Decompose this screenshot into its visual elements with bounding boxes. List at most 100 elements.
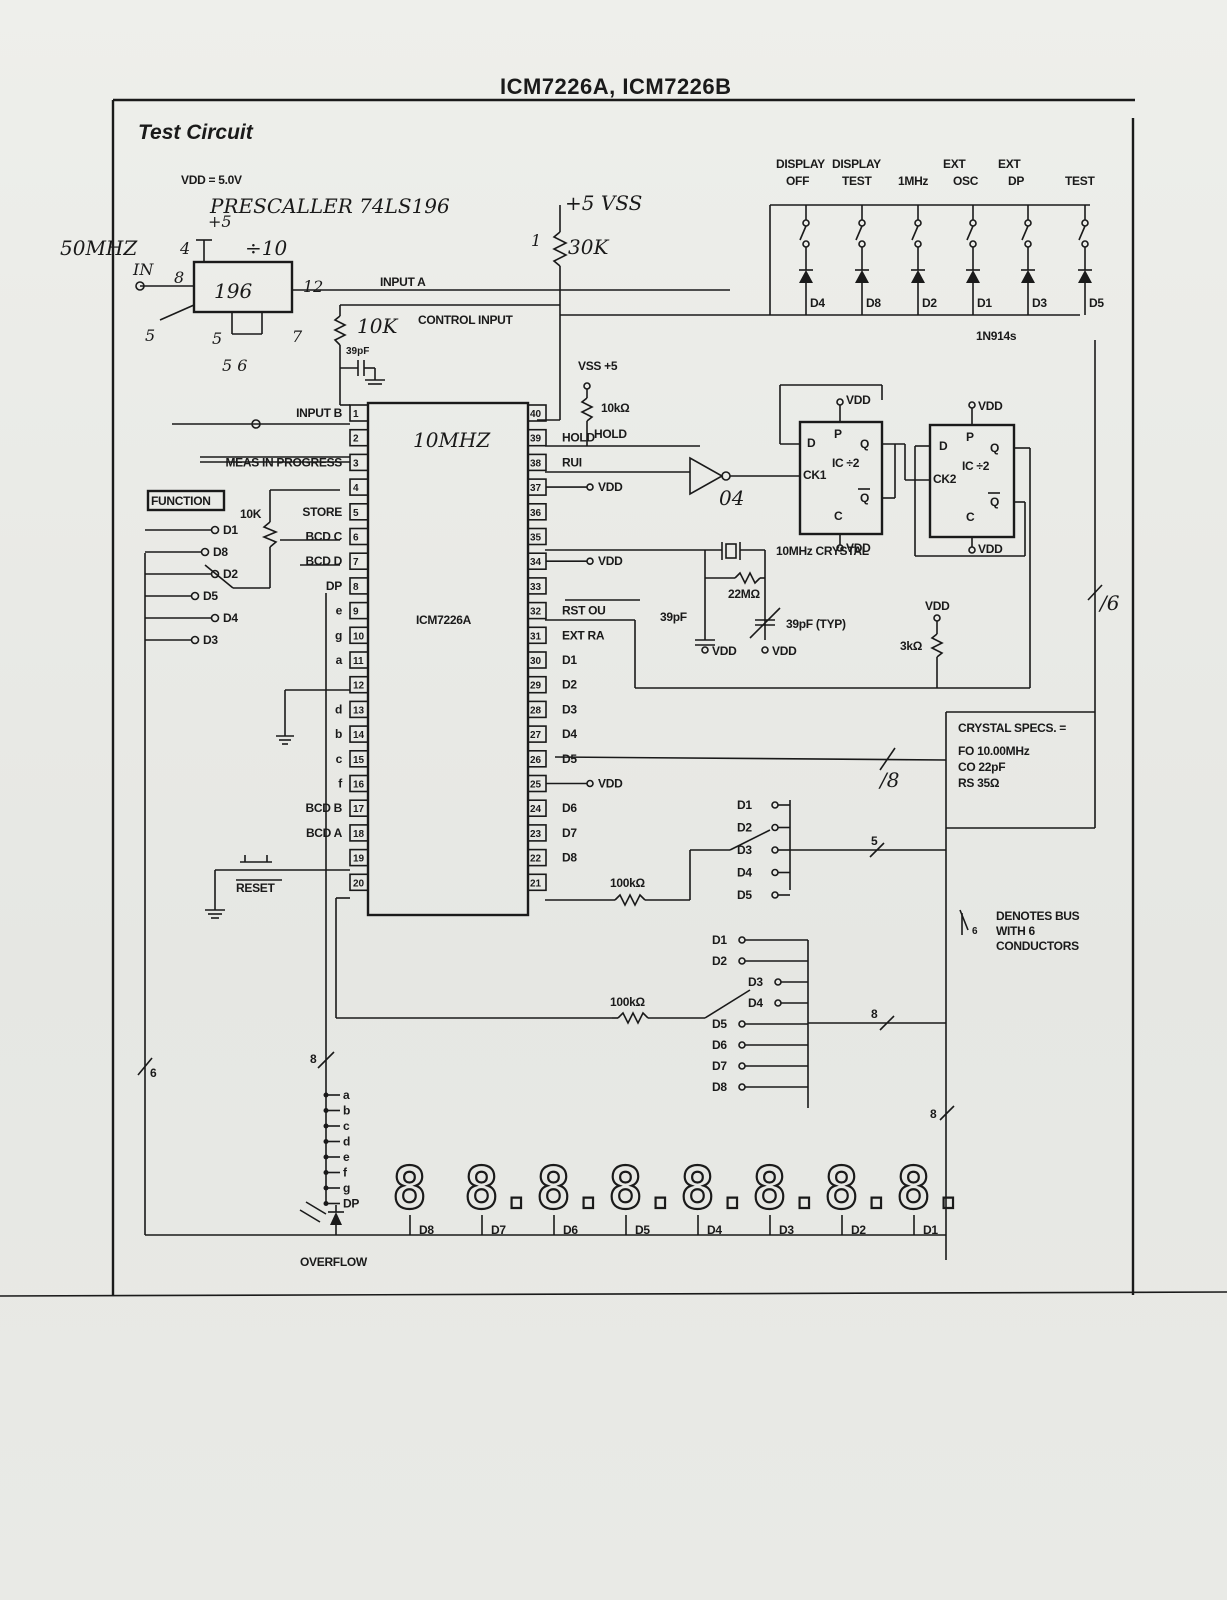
range-switch-d5[interactable]: D5 [737,888,753,902]
crystal-specs-title: CRYSTAL SPECS. = [958,721,1066,735]
digit-switch-d8[interactable]: D8 [712,1080,728,1094]
top-switch-lever-4[interactable] [1021,225,1029,241]
bus8-note: /8 [878,768,899,792]
ff2-c: C [966,510,975,524]
plus5-note: +5 [208,212,232,231]
range-switch-d3[interactable]: D3 [737,843,753,857]
digit-switch-d1[interactable]: D1 [712,933,728,947]
bus8c-label: 8 [930,1107,937,1121]
ic-pin-num-5: 5 [353,508,359,519]
ic-pin-num-10: 10 [353,631,365,642]
display-digit-d6: 8. [536,1154,606,1222]
ic-pin-box-16 [349,774,369,793]
ic-pin-box-10 [349,626,369,645]
function-switch-d2[interactable]: D2 [223,567,239,581]
ff1-qbar: Q [860,491,869,505]
c39pf-typ-label: 39pF (TYP) [786,617,846,631]
prescaler-chip-label: 196 [214,279,252,303]
ic-pin-box-8 [349,577,369,595]
prescaler-pin4: 4 [179,239,190,258]
ic-pin-label-24: D6 [562,801,577,815]
segment-b: b [343,1104,350,1118]
r22m-label: 22MΩ [728,587,760,601]
hold-label: HOLD [594,427,627,441]
crystal-specs-co: CO 22pF [958,760,1005,774]
c39pf-typ-vdd: VDD [772,644,797,658]
overflow-label: OVERFLOW [300,1255,368,1269]
range-switch-d4[interactable]: D4 [737,866,753,880]
osc-10mhz-note: 10MHZ [413,428,491,452]
ic-pin-box-29 [527,675,547,694]
top-switch-lever-2[interactable] [911,225,919,241]
ic-pin-num-38: 38 [530,458,542,469]
function-switch-d5[interactable]: D5 [203,589,219,603]
ic-pin-num-25: 25 [530,780,542,791]
ic-pin-label-18: BCD A [306,826,343,840]
digit-switch-d2[interactable]: D2 [712,954,728,968]
ic-pin-box-2 [349,428,369,447]
ic-pin-box-39 [527,428,547,447]
top-switch-bank[interactable]: DISPLAYOFFD4DISPLAYTESTD81MHzD2EXTOSCD1E… [776,157,1105,315]
ic-pin-label-5: STORE [302,505,342,519]
ic-pin-label-14: b [335,727,342,741]
digit-switch-d7[interactable]: D7 [712,1059,728,1073]
ic-pin-box-38 [527,453,547,472]
bus-note-line2: WITH 6 [996,924,1035,938]
r3k-vdd: VDD [925,599,950,613]
ic-pin-num-33: 33 [530,582,542,593]
ic-pin-box-18 [349,824,369,842]
ic-pin-label-39: HOLD [562,431,595,445]
ic-pin-label-16: f [338,777,343,791]
segment-d: d [343,1135,350,1149]
range-switch-d2[interactable]: D2 [737,821,753,835]
ic-pin-num-20: 20 [353,878,365,889]
ff2-p: P [966,430,974,444]
top-switch-lever-1[interactable] [855,225,863,241]
c39pf-control-label: 39pF [346,346,369,357]
pot-note: 30K [568,235,609,259]
ic-pin-num-3: 3 [353,458,359,469]
crystal-specs-fo: FO 10.00MHz [958,744,1030,758]
segment-f: f [343,1166,348,1180]
top-switch-diode-label-0: D4 [810,296,825,310]
function-switch-d4[interactable]: D4 [223,611,239,625]
vdd-supply-label: VDD = 5.0V [181,173,242,187]
display-digit-label-d7: D7 [491,1223,506,1237]
ic-pin-num-6: 6 [353,533,359,544]
ic-pin-label-10: g [335,628,342,642]
top-switch-lever-3[interactable] [966,225,974,241]
ic-pin-num-30: 30 [530,656,542,667]
bus6-note: /6 [1098,591,1120,615]
ic-pin-label-34: VDD [598,554,623,568]
ff1-c: C [834,509,843,523]
range-switch-d1[interactable]: D1 [737,798,753,812]
digit-switch-d5[interactable]: D5 [712,1017,728,1031]
ic-pin-num-11: 11 [353,656,364,667]
ic-pin-box-6 [349,527,369,546]
ic-pin-label-28: D3 [562,702,577,716]
part-number-header: ICM7226A, ICM7226B [500,74,732,99]
top-switch-label-0: OFF [786,174,809,188]
top-switch-lever-0[interactable] [799,225,807,241]
ic-pin-box-17 [349,799,369,818]
r10kohm-label: 10kΩ [601,401,630,415]
ic-pin-box-26 [527,749,547,768]
function-switch-d1[interactable]: D1 [223,523,239,537]
page-fold-line [0,1291,1227,1297]
function-switch-d8[interactable]: D8 [213,545,229,559]
top-switch-title-1: DISPLAY [832,157,881,171]
ic-pin-num-28: 28 [530,705,542,716]
digit-switch-d6[interactable]: D6 [712,1038,728,1052]
top-switch-label-1: TEST [842,174,872,188]
ff2-label: IC ÷2 [962,459,990,473]
top-switch-lever-5[interactable] [1078,225,1086,241]
digit-switch-d4[interactable]: D4 [748,996,764,1010]
ic-pin-label-30: D1 [562,653,577,667]
prescaler-pin5: 5 [212,329,222,348]
digit-switch-d3[interactable]: D3 [748,975,764,989]
function-switch-d3[interactable]: D3 [203,633,219,647]
